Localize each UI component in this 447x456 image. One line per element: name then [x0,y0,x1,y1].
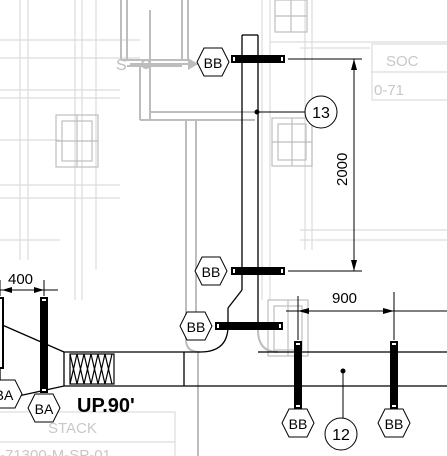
svg-text:BB: BB [289,416,308,432]
tag-ba-bottom: BA [27,393,61,423]
flex-connector [69,353,115,385]
dim-arrow-top [351,59,357,70]
dim-arrow-left-a [2,287,12,293]
dim-horizontal-right-label: 900 [332,290,357,307]
dim-horizontal-left-label: 400 [8,271,33,288]
dim-vertical [288,58,362,272]
faded-arrow [188,58,198,70]
dim-arrow-left-b [34,287,44,293]
ref-right-label: 0-71 [374,82,404,99]
dim-vertical-label: 2000 [334,153,351,186]
svg-text:BB: BB [204,55,223,71]
callout-13: 13 [254,95,338,129]
tag-bb-bottom-a: BB [281,408,315,438]
tag-bb-low: BB [179,311,213,341]
faded-duct-upper [120,0,255,121]
svg-text:BB: BB [202,264,221,280]
callout-12: 12 [324,368,358,451]
stack-label: STACK [48,420,97,437]
ref-bottom-label: -71300-M-SP-01 [0,447,111,456]
svg-text:BB: BB [187,319,206,335]
dim-horizontal-right [286,292,447,340]
dim-arrow-right-b [383,308,394,314]
dim-arrow-right-a [298,308,309,314]
faded-vertical-duct [185,120,201,456]
tag-bb-mid: BB [194,256,228,286]
tag-bb-top: BB [196,47,230,77]
svg-text:12: 12 [332,427,350,444]
label-box-bottom [0,411,176,456]
svg-text:13: 13 [312,105,330,122]
tag-ba-left: BA [0,379,23,409]
label-box-right [371,43,447,101]
dim-arrow-bottom [351,260,357,271]
soc-label: SOC [386,53,419,70]
svg-text:BA: BA [35,401,54,417]
background-grid [0,0,447,300]
svg-text:BA: BA [0,387,14,403]
faded-hanger-symbols [55,0,313,357]
tag-bb-bottom-b: BB [377,408,411,438]
faded-symbol-s: S [116,57,127,74]
up-note: UP.90' [77,395,135,417]
support-bars [0,55,398,409]
svg-text:BB: BB [385,416,404,432]
